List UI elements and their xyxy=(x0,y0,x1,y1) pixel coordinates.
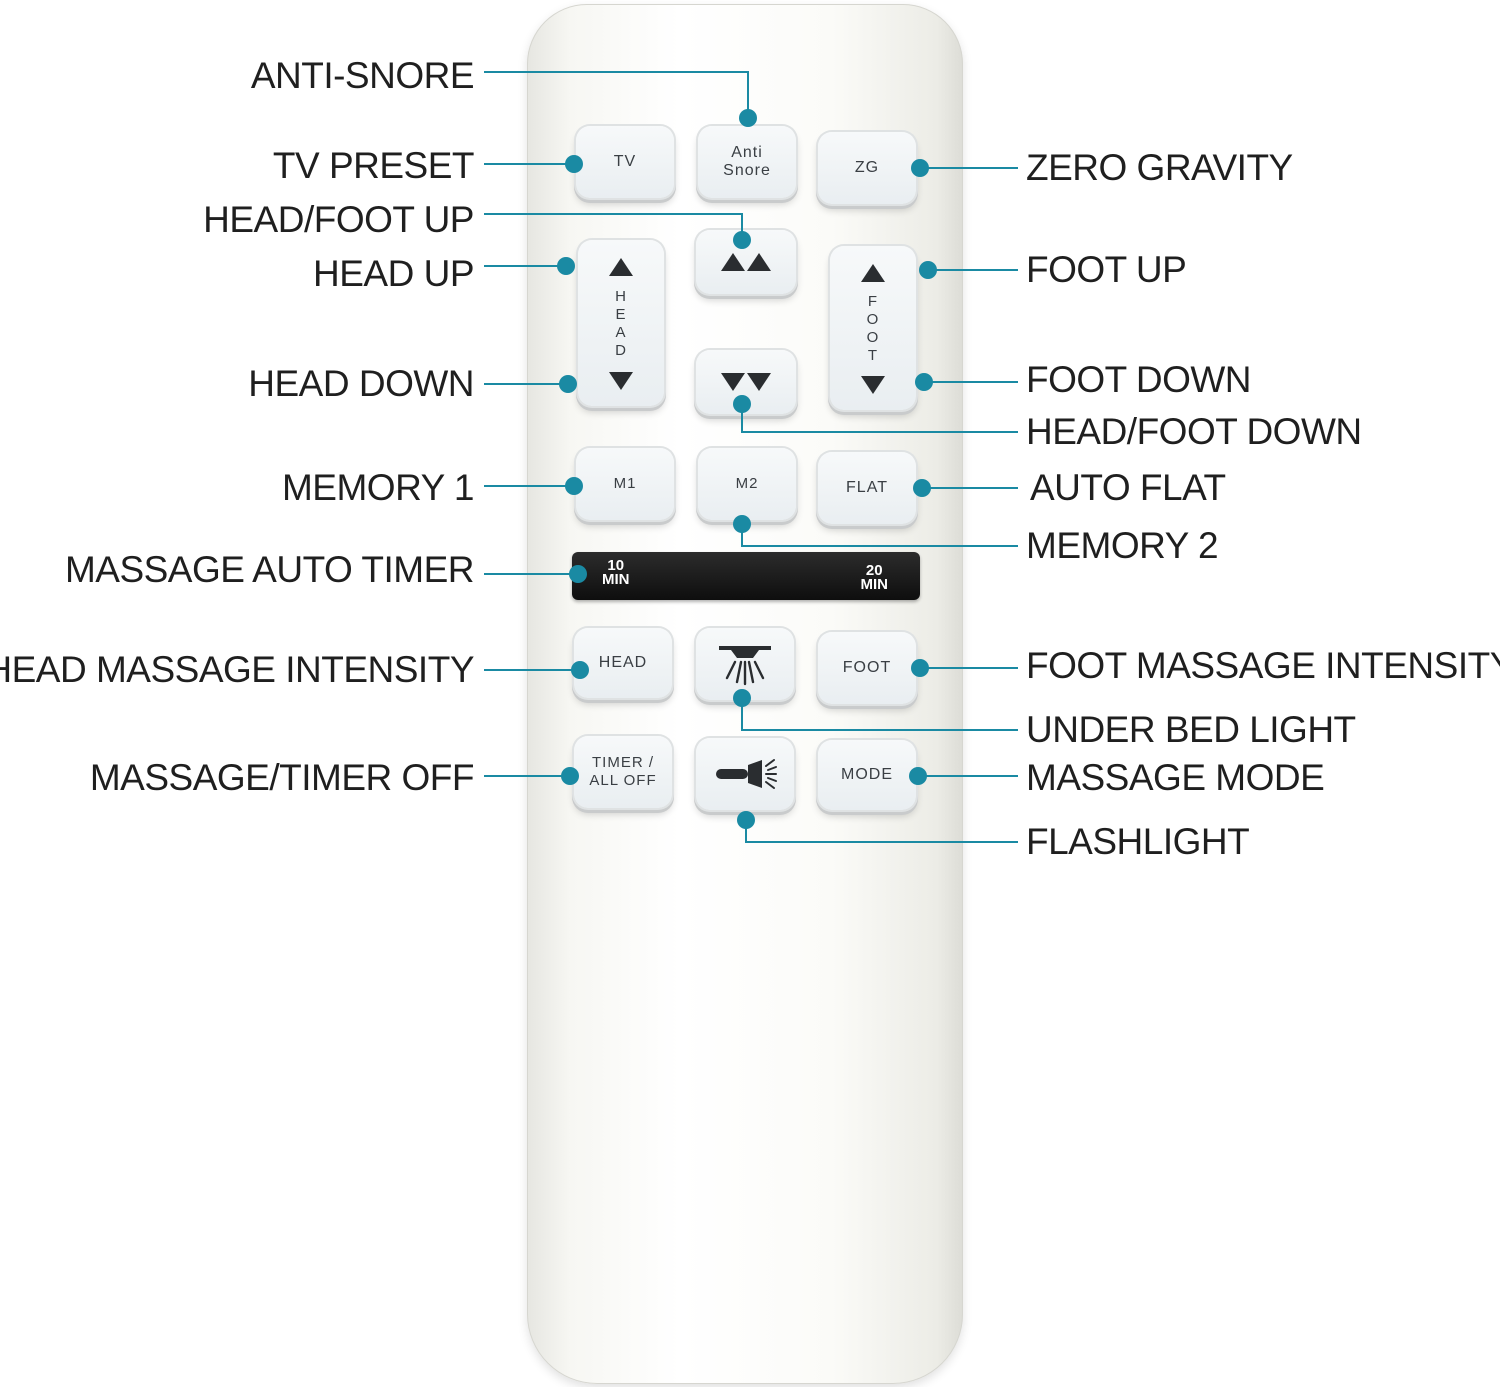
leader-head-foot-down xyxy=(741,404,1018,433)
head-massage-label: HEAD xyxy=(598,654,648,671)
dot-timer-off xyxy=(561,767,579,785)
head-vertical-label: H E A D xyxy=(615,288,627,359)
callout-under-bed-light: UNDER BED LIGHT xyxy=(1026,709,1356,750)
under-bed-light-button[interactable] xyxy=(696,628,794,700)
head-down-arrow-icon[interactable] xyxy=(609,372,633,390)
leader-head-foot-up xyxy=(484,213,743,240)
callout-tv-preset: TV PRESET xyxy=(272,145,475,186)
callout-zero-gravity: ZERO GRAVITY xyxy=(1026,147,1293,188)
dot-foot-up xyxy=(919,261,937,279)
callout-foot-up: FOOT UP xyxy=(1026,249,1187,290)
callout-foot-down: FOOT DOWN xyxy=(1026,359,1252,400)
head-up-down-button[interactable]: H E A D xyxy=(578,240,664,406)
anti-snore-label-line1: Anti xyxy=(731,144,763,161)
dot-head-foot-down xyxy=(733,395,751,413)
leader-anti-snore xyxy=(484,71,749,118)
anti-snore-label-line2: Snore xyxy=(723,162,771,179)
dot-head-down xyxy=(559,375,577,393)
callout-head-up: HEAD UP xyxy=(313,253,474,294)
callout-massage-mode: MASSAGE MODE xyxy=(1026,757,1325,798)
leader-flashlight xyxy=(745,820,1018,843)
callout-massage-auto-timer: MASSAGE AUTO TIMER xyxy=(64,549,475,590)
tv-button-label: TV xyxy=(613,153,637,170)
double-down-arrow-icon xyxy=(721,373,771,391)
massage-mode-label: MODE xyxy=(841,766,893,783)
callout-head-foot-up: HEAD/FOOT UP xyxy=(203,199,474,240)
callout-memory-2: MEMORY 2 xyxy=(1026,525,1219,566)
double-up-arrow-icon xyxy=(721,253,771,271)
dot-memory-2 xyxy=(733,515,751,533)
dot-foot-massage xyxy=(911,659,929,677)
leader-memory-2 xyxy=(741,524,1018,547)
callout-foot-massage-intensity: FOOT MASSAGE INTENSITY xyxy=(1026,645,1500,686)
callout-memory-1: MEMORY 1 xyxy=(281,467,475,508)
head-up-arrow-icon[interactable] xyxy=(609,258,633,276)
timer-label-line1: TIMER / xyxy=(592,754,654,771)
dot-auto-flat xyxy=(913,479,931,497)
foot-up-arrow-icon[interactable] xyxy=(861,264,885,282)
dot-head-foot-up xyxy=(733,231,751,249)
foot-massage-label: FOOT xyxy=(842,659,892,676)
dot-zero-gravity xyxy=(911,159,929,177)
dot-flashlight xyxy=(737,811,755,829)
dot-tv-preset xyxy=(565,155,583,173)
dot-head-up xyxy=(557,257,575,275)
under-bed-light-icon xyxy=(719,646,771,686)
flashlight-icon xyxy=(716,759,777,789)
flashlight-button[interactable] xyxy=(696,738,794,810)
memory-2-label: M2 xyxy=(735,475,759,492)
timer-label-line2: ALL OFF xyxy=(589,772,657,789)
timer-all-off-button[interactable]: TIMER / ALL OFF xyxy=(574,736,672,808)
flat-label: FLAT xyxy=(846,479,888,496)
dot-massage-auto-timer xyxy=(569,565,587,583)
leader-under-bed-light xyxy=(741,698,1018,731)
memory-1-button[interactable]: M1 xyxy=(576,448,674,520)
anti-snore-button[interactable]: Anti Snore xyxy=(698,126,796,198)
memory-1-label: M1 xyxy=(613,475,637,492)
zero-gravity-button[interactable]: ZG xyxy=(818,132,916,204)
timer-10-min: 10 MIN xyxy=(602,557,630,588)
dot-under-bed-light xyxy=(733,689,751,707)
foot-up-down-button[interactable]: F O O T xyxy=(830,246,916,410)
callout-massage-timer-off: MASSAGE/TIMER OFF xyxy=(89,757,475,798)
callout-head-down: HEAD DOWN xyxy=(248,363,474,404)
memory-2-button[interactable]: M2 xyxy=(698,448,796,520)
callout-anti-snore: ANTI-SNORE xyxy=(250,55,475,96)
tv-button[interactable]: TV xyxy=(576,126,674,198)
timer-20-min: 20 MIN xyxy=(860,562,889,593)
callout-head-foot-down: HEAD/FOOT DOWN xyxy=(1026,411,1362,452)
foot-massage-button[interactable]: FOOT xyxy=(818,632,916,704)
head-massage-button[interactable]: HEAD xyxy=(574,628,672,698)
dot-anti-snore xyxy=(739,109,757,127)
dot-memory-1 xyxy=(565,477,583,495)
massage-timer-bar[interactable]: 10 MIN 20 MIN xyxy=(572,552,920,600)
foot-vertical-label: F O O T xyxy=(866,293,880,364)
callout-head-massage-intensity: HEAD MASSAGE INTENSITY xyxy=(0,649,474,690)
zero-gravity-button-label: ZG xyxy=(854,159,880,176)
callout-flashlight: FLASHLIGHT xyxy=(1026,821,1250,862)
callout-auto-flat: AUTO FLAT xyxy=(1030,467,1226,508)
dot-foot-down xyxy=(915,373,933,391)
massage-mode-button[interactable]: MODE xyxy=(818,740,916,810)
dot-massage-mode xyxy=(909,767,927,785)
foot-down-arrow-icon[interactable] xyxy=(861,376,885,394)
dot-head-massage xyxy=(571,661,589,679)
flat-button[interactable]: FLAT xyxy=(818,452,916,524)
